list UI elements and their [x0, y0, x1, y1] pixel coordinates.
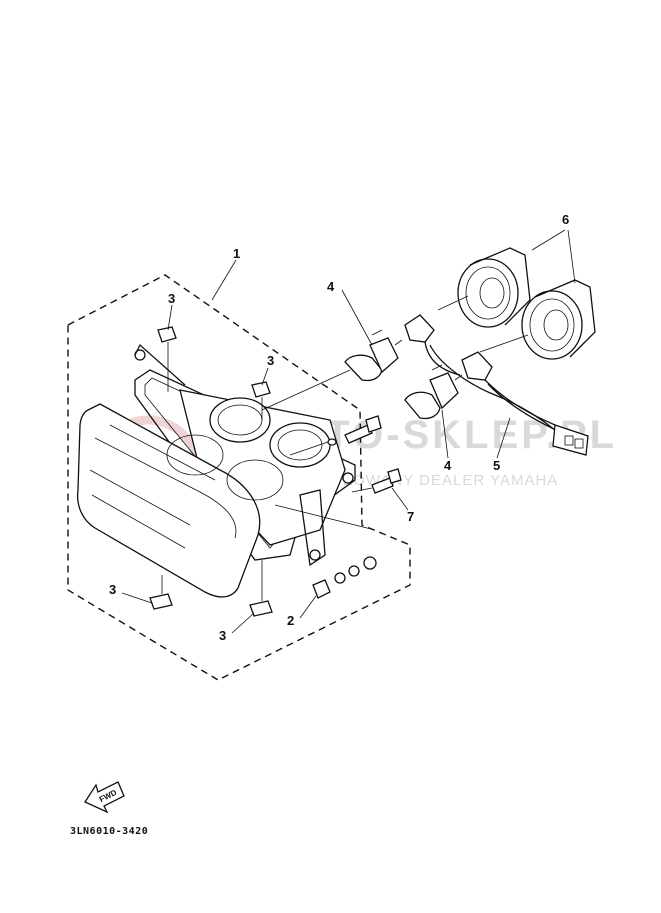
clip-bottom-right — [249, 560, 273, 617]
callout-5: 5 — [493, 458, 500, 473]
wiring-harness — [404, 314, 589, 456]
screw-lower — [351, 468, 402, 494]
headlight-housing — [134, 343, 354, 567]
callout-7: 7 — [407, 509, 414, 524]
bulb-lower — [404, 364, 463, 420]
callout-3-top-left: 3 — [168, 291, 175, 306]
bulb-cover-left — [457, 247, 531, 328]
bulb-cover-right — [521, 279, 596, 360]
callout-3-top-right: 3 — [267, 353, 274, 368]
callout-6: 6 — [562, 212, 569, 227]
screw-upper — [289, 415, 382, 456]
fwd-arrow-icon: FWD — [84, 781, 125, 814]
headlight-lens — [76, 403, 284, 598]
clip-top-right — [251, 381, 271, 420]
adjuster-nut — [274, 504, 377, 599]
callout-3-bottom-right: 3 — [219, 628, 226, 643]
callout-1: 1 — [233, 246, 240, 261]
callout-4-lower: 4 — [444, 458, 452, 473]
clip-top-left — [157, 326, 177, 392]
callout-3-bottom-left: 3 — [109, 582, 116, 597]
part-code: 3LN6010-3420 — [70, 826, 148, 837]
leader-lines — [121, 229, 576, 634]
callout-4-upper: 4 — [327, 279, 335, 294]
callout-2: 2 — [287, 613, 294, 628]
clip-bottom-left — [149, 575, 173, 610]
bulb-upper — [261, 329, 403, 411]
